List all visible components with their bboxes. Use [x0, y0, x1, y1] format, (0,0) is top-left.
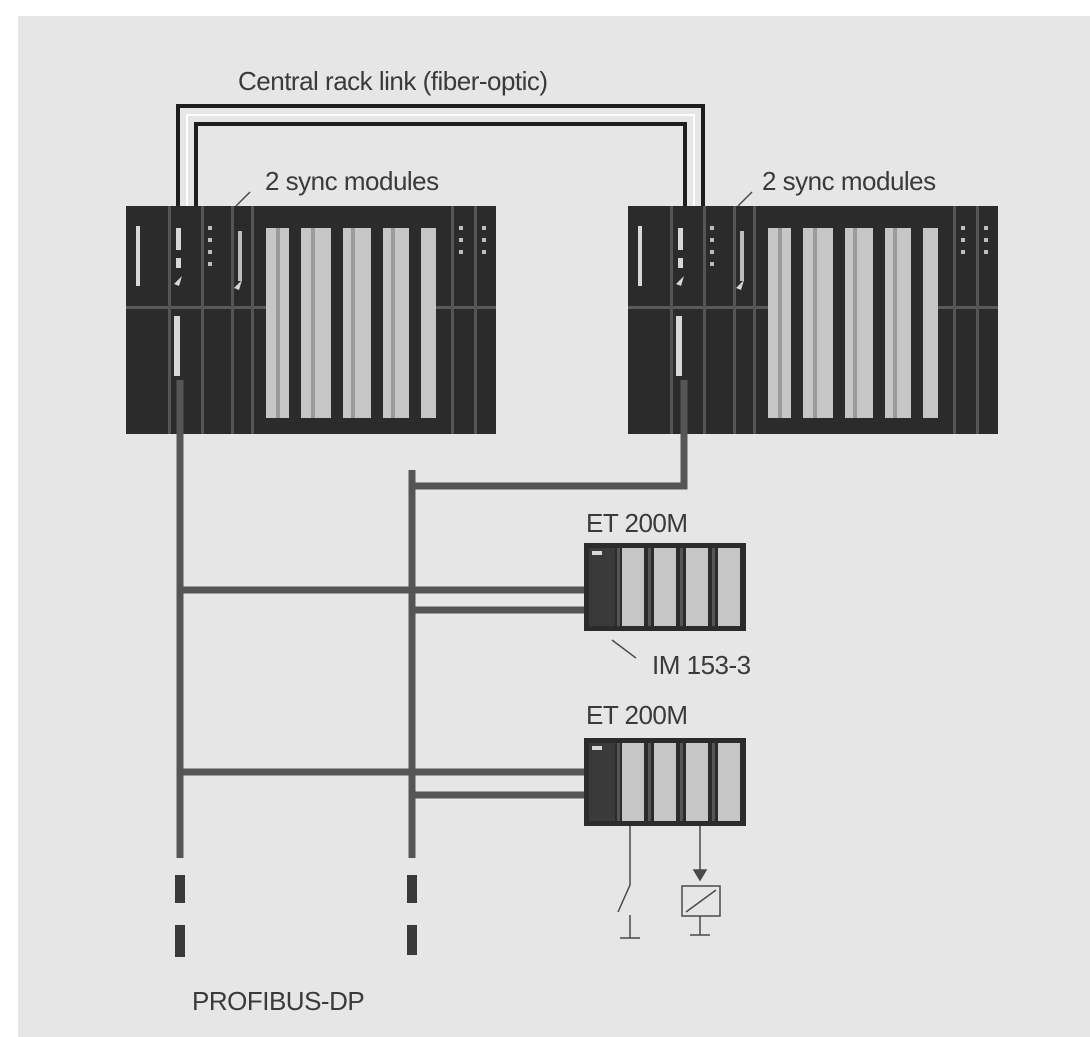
et200m-top-label: ET 200M	[586, 508, 688, 538]
et200m-station-top	[584, 543, 746, 631]
profibus-label: PROFIBUS-DP	[192, 986, 365, 1016]
profibus-dashed-continuation	[175, 875, 417, 957]
sync-modules-left-label: 2 sync modules	[265, 166, 439, 196]
et200m-bottom-label: ET 200M	[586, 700, 688, 730]
switch-sensor-icon	[617, 826, 640, 939]
fiber-optic-link	[176, 104, 705, 215]
profibus-lines	[176, 380, 688, 858]
actuator-icon	[681, 826, 721, 936]
et200m-station-bottom	[584, 738, 746, 826]
central-rack-link-label: Central rack link (fiber-optic)	[238, 66, 548, 96]
leader-lines	[235, 191, 753, 659]
sync-modules-right-label: 2 sync modules	[762, 166, 936, 196]
im-module-label: IM 153-3	[652, 650, 751, 680]
